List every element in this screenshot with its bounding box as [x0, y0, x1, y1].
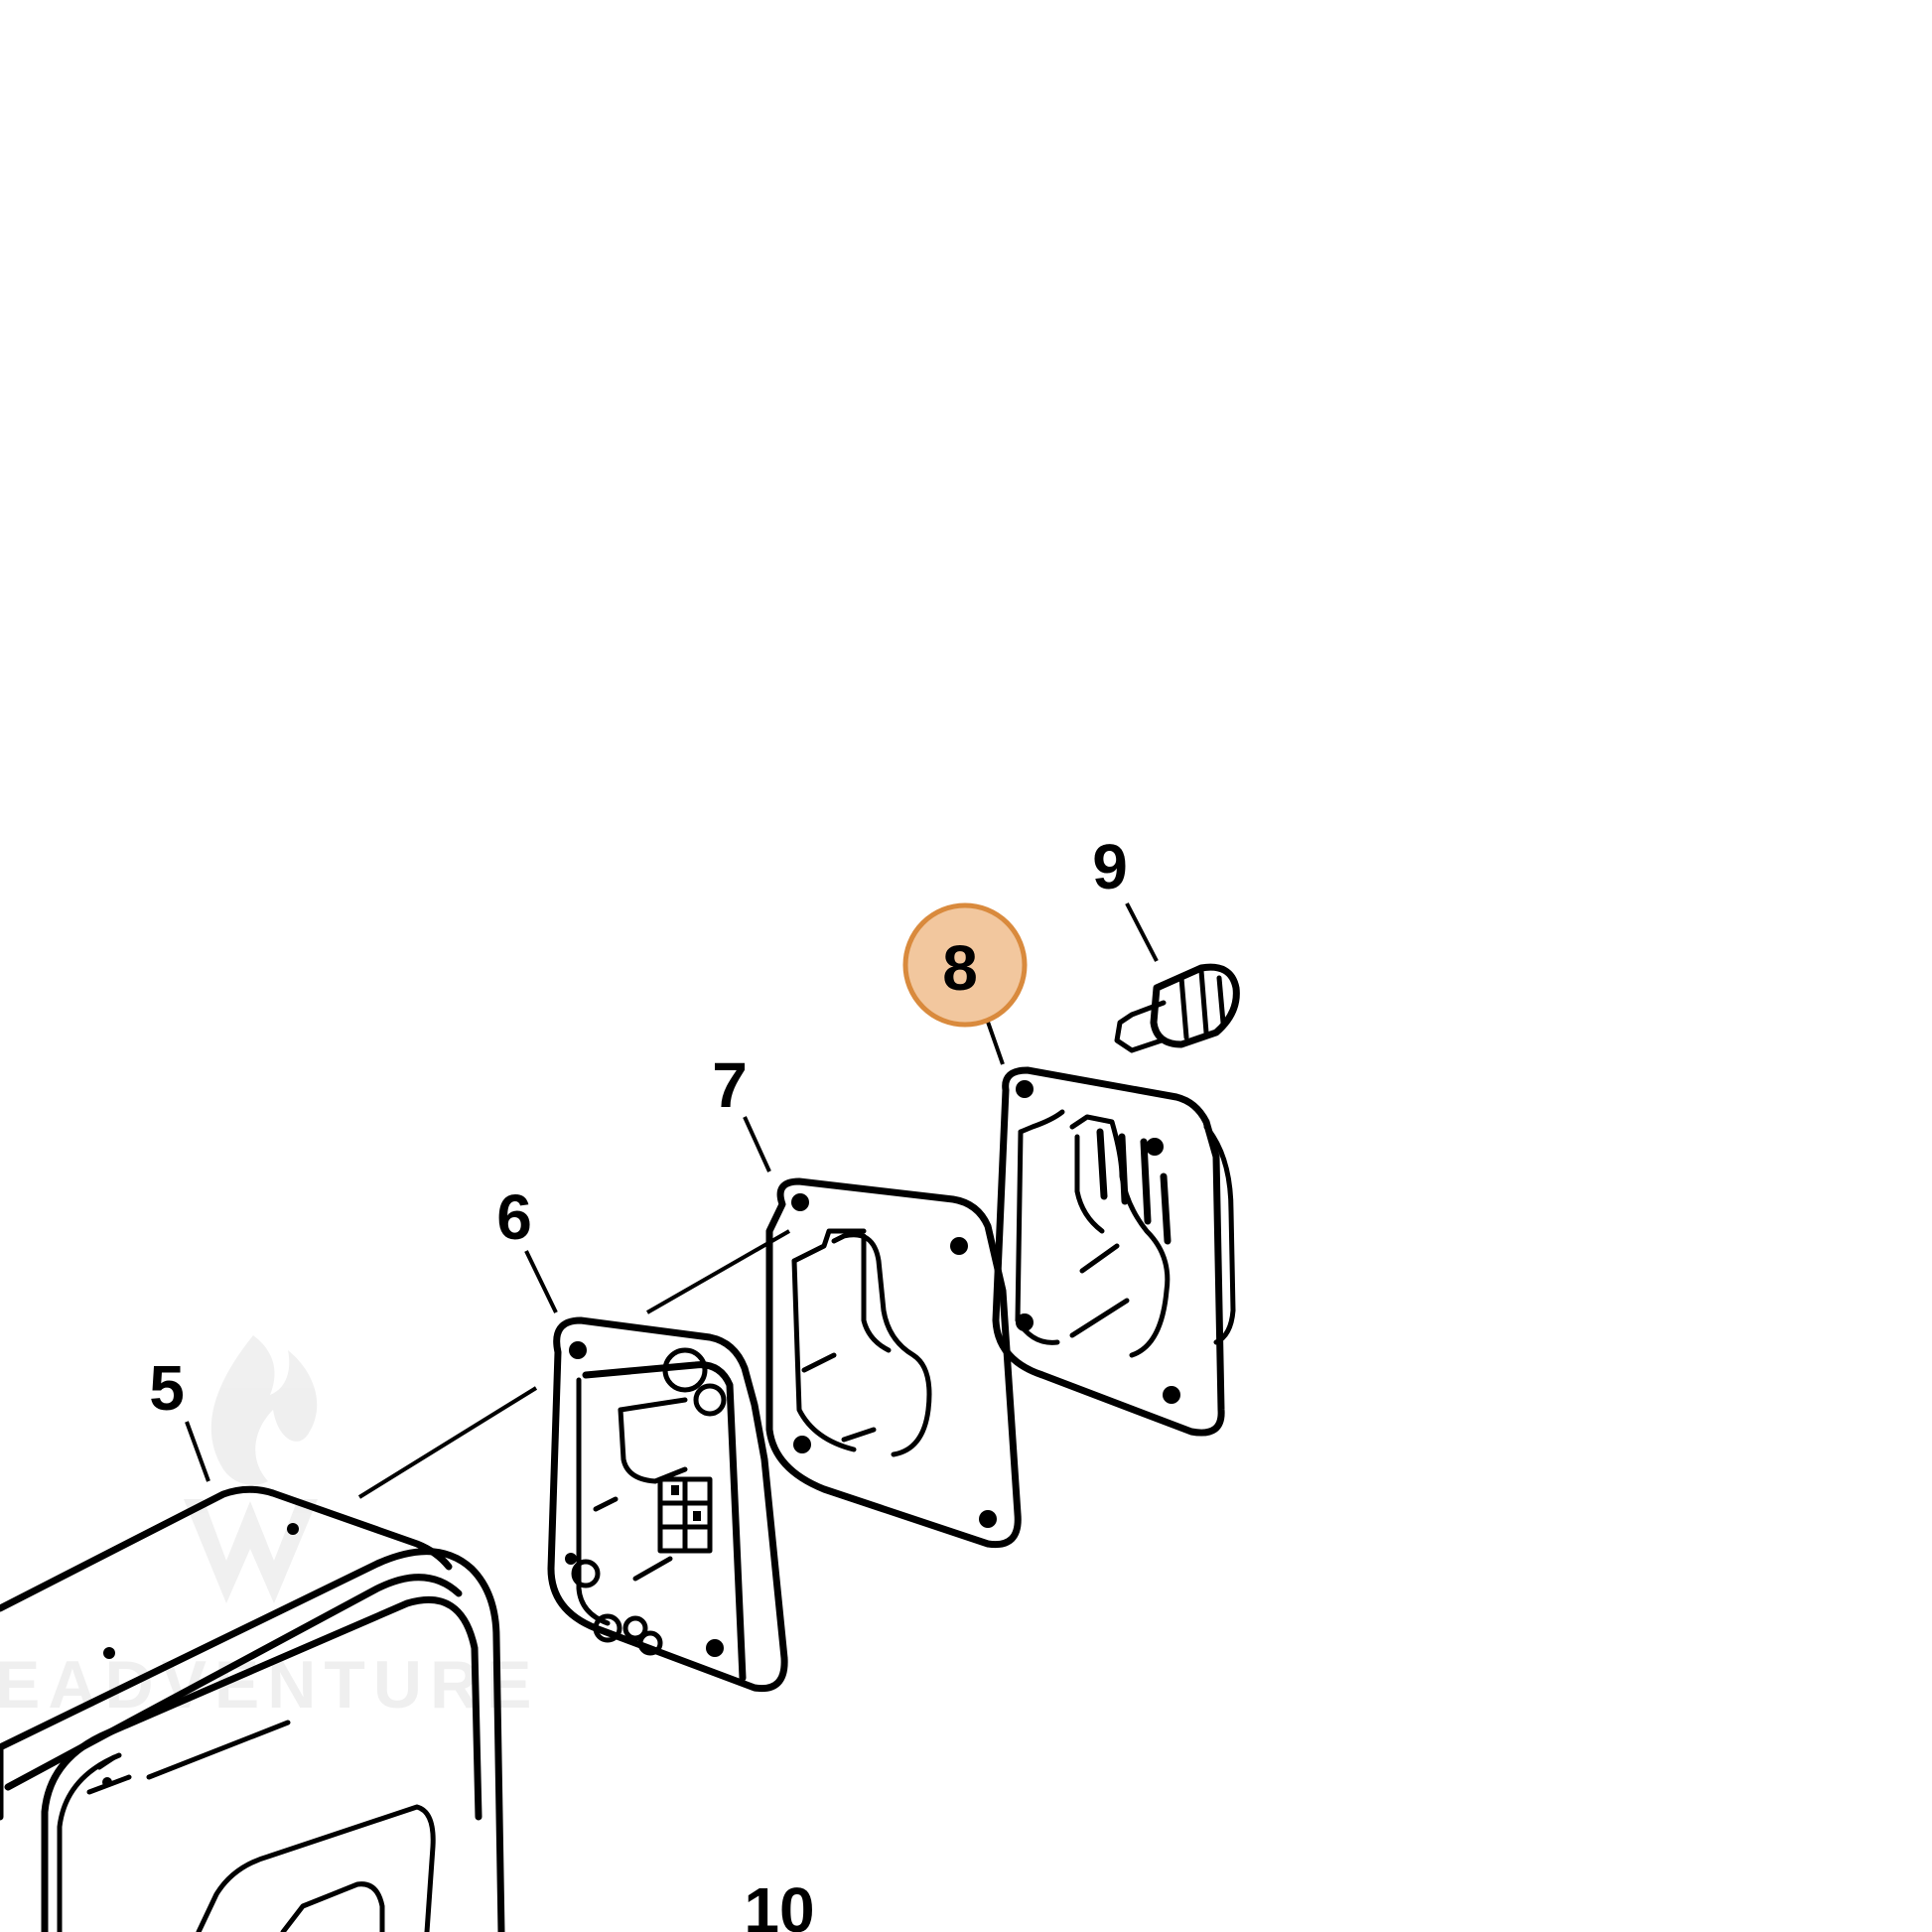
callout-7: 7 [712, 1049, 748, 1121]
callouts: 5 6 7 8 9 10 [149, 831, 1128, 1932]
leader-7 [743, 1116, 771, 1173]
leader-6 [524, 1250, 558, 1313]
flame-logo-icon [184, 1335, 318, 1603]
assembly-lines [357, 1229, 790, 1499]
part-6-plate [547, 1316, 788, 1693]
assembly-line-5-6 [357, 1386, 538, 1499]
callout-9: 9 [1092, 831, 1128, 902]
watermark-text: EADVENTURE [0, 1647, 540, 1723]
part-5-housing [0, 1485, 505, 1932]
leader-9 [1125, 902, 1159, 962]
assembly-line-6-7 [646, 1229, 790, 1314]
callout-8-highlight [902, 902, 1028, 1028]
part-7-gasket [765, 1177, 1022, 1549]
watermark: EADVENTURE [0, 1335, 540, 1723]
part-8-gasket [992, 1066, 1236, 1437]
part-9-fitting [1114, 963, 1240, 1053]
callout-5: 5 [149, 1352, 185, 1424]
leader-5 [185, 1421, 210, 1482]
leader-lines [185, 902, 1159, 1482]
plate-grid [657, 1476, 713, 1554]
callout-8: 8 [942, 932, 978, 1004]
callout-10: 10 [744, 1874, 814, 1932]
callout-8-ring [902, 902, 1028, 1028]
callout-6: 6 [496, 1181, 532, 1253]
